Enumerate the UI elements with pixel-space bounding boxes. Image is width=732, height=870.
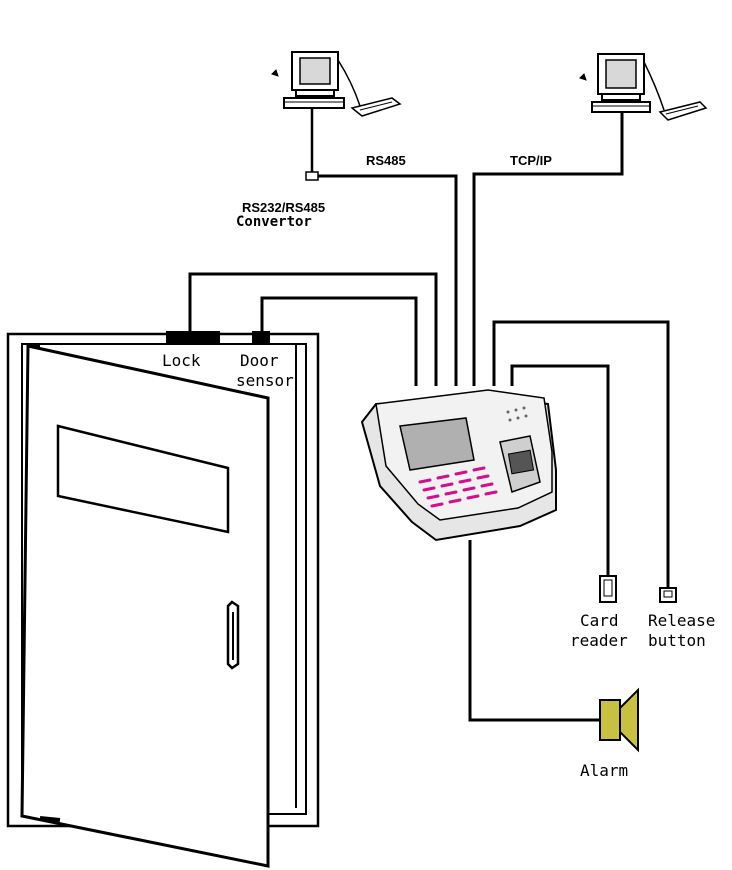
computer-left — [271, 51, 402, 172]
tcpip-wire — [472, 112, 624, 386]
door-sensor-icon — [252, 331, 270, 343]
release-button-wire — [492, 320, 670, 588]
card-reader-label-line1: Card — [580, 611, 619, 630]
convertor-label-line2: Convertor — [236, 214, 312, 230]
release-button-label-line1: Release — [648, 611, 715, 630]
tcpip-label: TCP/IP — [510, 153, 552, 168]
lock-icon — [166, 331, 220, 343]
fingerprint-terminal-icon — [360, 389, 557, 542]
door-sensor-label-line1: Door — [240, 351, 279, 370]
computer-icon — [579, 53, 708, 121]
rs485-label: RS485 — [366, 153, 406, 168]
release-button-label-line2: button — [648, 631, 706, 650]
door-icon — [6, 332, 320, 868]
card-reader-wire — [510, 364, 610, 576]
rs485-wire — [318, 174, 458, 386]
lock-wire — [188, 272, 438, 386]
convertor-icon — [305, 171, 319, 181]
keypad — [418, 466, 498, 508]
alarm-label: Alarm — [580, 761, 628, 780]
computer-icon — [271, 51, 402, 117]
computer-right — [579, 53, 708, 121]
release-button-icon — [659, 587, 677, 603]
alarm-speaker-icon — [599, 687, 639, 753]
card-reader-label-line2: reader — [570, 631, 628, 650]
lock-label: Lock — [162, 351, 201, 370]
alarm-wire — [468, 540, 600, 722]
door-sensor-wire — [260, 296, 418, 386]
convertor-label-line1: RS232/RS485 — [242, 200, 325, 215]
door-sensor-label-line2: sensor — [236, 371, 294, 390]
card-reader-icon — [599, 575, 617, 603]
